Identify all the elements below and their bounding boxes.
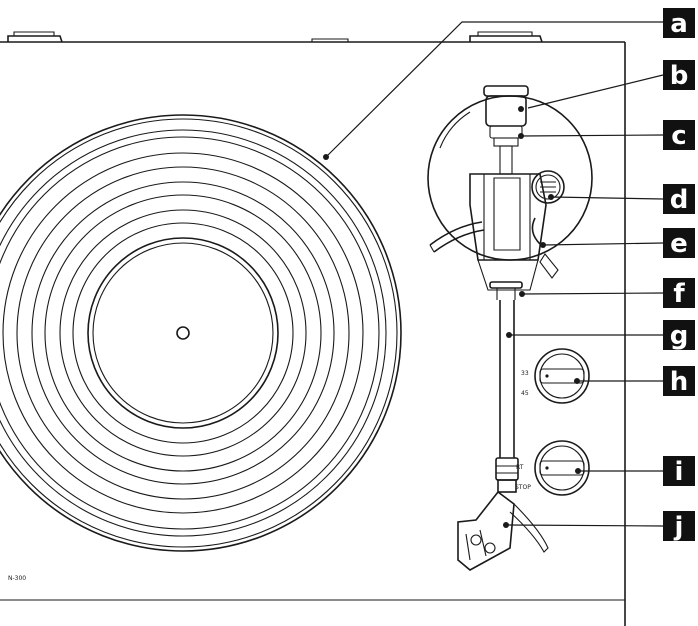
svg-text:f: f	[673, 279, 685, 309]
svg-text:b: b	[670, 61, 689, 91]
arm-clip	[489, 281, 523, 300]
headshell	[457, 490, 549, 571]
svg-text:i: i	[675, 457, 684, 487]
leader-lines	[323, 21, 664, 528]
callout-e: e	[663, 228, 695, 259]
svg-text:c: c	[671, 121, 686, 151]
chassis	[0, 31, 626, 626]
svg-text:d: d	[670, 185, 689, 215]
svg-text:j: j	[674, 512, 684, 542]
anti-skate-knob	[531, 170, 565, 204]
speed-33-label: 33	[521, 370, 529, 377]
platter	[0, 114, 402, 552]
arm-rest	[531, 217, 559, 279]
stop-label: STOP	[515, 484, 531, 491]
callout-c: c	[663, 120, 695, 151]
lift-lever	[429, 221, 485, 253]
svg-text:g: g	[670, 321, 689, 351]
start-label: RT	[516, 464, 524, 471]
callout-g: g	[663, 320, 695, 351]
callout-f: f	[663, 278, 695, 309]
callout-b: b	[663, 60, 695, 91]
callout-a: a	[663, 8, 695, 39]
callout-d: d	[663, 184, 695, 215]
svg-text:a: a	[670, 9, 688, 39]
speed-selector	[534, 348, 590, 404]
svg-text:h: h	[670, 367, 689, 397]
callout-i: i	[663, 456, 695, 487]
start-stop-switch	[534, 440, 590, 496]
callout-h: h	[663, 366, 695, 397]
tonearm	[495, 300, 519, 493]
callout-j: j	[663, 511, 695, 542]
speed-45-label: 45	[521, 390, 529, 397]
svg-text:e: e	[670, 229, 688, 259]
model-label: N-300	[8, 575, 26, 582]
